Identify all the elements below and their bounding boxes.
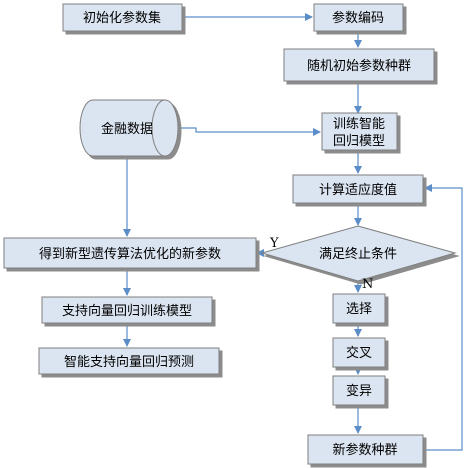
crossover-label: 交叉: [346, 345, 372, 361]
svr-predict-box: [38, 347, 220, 375]
train-svr-label-line1: 训练智能: [333, 117, 385, 132]
arrow-newpop-to-fitness: [424, 184, 463, 451]
mutation-label: 变异: [346, 383, 372, 399]
termination-diamond: [260, 225, 457, 282]
new-params-box: [3, 237, 257, 269]
svr-train-label: 支持向量回归训练模型: [62, 303, 192, 319]
fitness-box: [292, 174, 424, 204]
crossover-box: [332, 337, 386, 368]
select-label: 选择: [346, 302, 372, 317]
train-svr-box: [321, 112, 398, 151]
random-population-label: 随机初始参数种群: [307, 58, 411, 74]
arrow-data-to-train: [178, 127, 321, 136]
train-svr-label-line2: 回归模型: [333, 134, 385, 149]
no-label: N: [362, 277, 373, 292]
financial-data-label: 金融数据: [101, 121, 153, 137]
connectors: [123, 13, 463, 451]
fitness-label: 计算适应度值: [319, 182, 397, 198]
param-encode-label: 参数编码: [332, 10, 384, 26]
param-encode-box: [313, 3, 404, 32]
random-population-box: [283, 48, 435, 82]
svr-train-box: [41, 296, 213, 324]
new-params-label: 得到新型遗传算法优化的新参数: [39, 246, 221, 262]
svr-predict-label: 智能支持向量回归预测: [64, 354, 194, 370]
mutation-box: [332, 375, 386, 406]
new-population-label: 新参数种群: [332, 442, 397, 458]
new-population-box: [307, 434, 424, 465]
select-box: [332, 293, 386, 324]
init-params-label: 初始化参数集: [83, 10, 161, 26]
financial-data-shape: [79, 99, 179, 157]
termination-label: 满足终止条件: [319, 246, 397, 262]
init-params-box: [62, 3, 183, 32]
yes-label: Y: [269, 236, 279, 251]
